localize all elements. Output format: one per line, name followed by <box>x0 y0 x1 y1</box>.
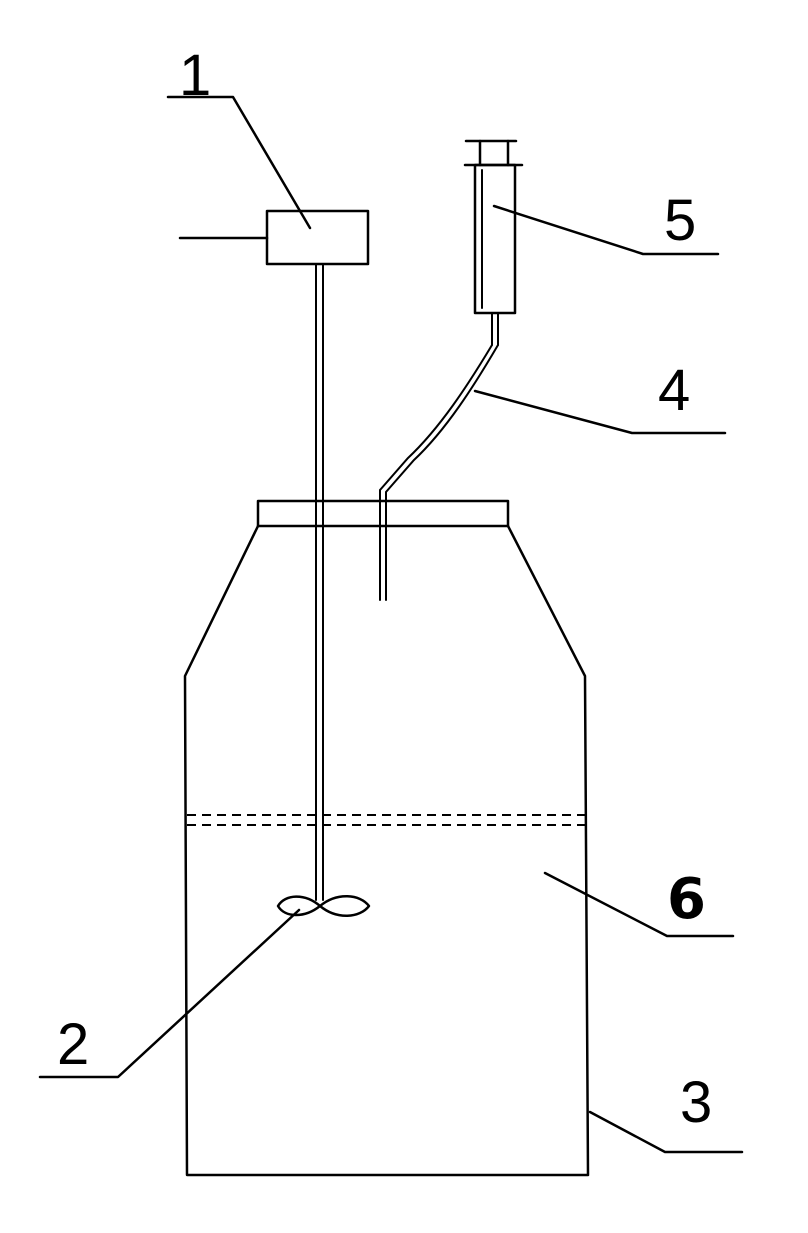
leader-line-4 <box>473 389 727 435</box>
leader-line-2 <box>38 908 301 1079</box>
leader-line-3 <box>588 1110 744 1154</box>
liquid-level <box>187 814 585 826</box>
syringe-barrel <box>473 163 517 315</box>
stirring-shaft <box>315 263 324 901</box>
motor-box <box>265 209 370 266</box>
label-4: 4 <box>658 358 690 423</box>
label-3: 3 <box>680 1070 712 1135</box>
feed-tube-wall-inner <box>385 344 499 601</box>
impeller-blade-left <box>276 895 322 917</box>
feed-tube <box>379 344 499 601</box>
label-5: 5 <box>664 188 696 253</box>
vessel-lid <box>256 499 510 528</box>
vessel-body-outline <box>183 524 590 1177</box>
syringe <box>463 139 524 346</box>
leader-line-5 <box>492 204 720 256</box>
label-1: 1 <box>179 43 211 108</box>
vessel <box>183 499 590 1177</box>
label-2: 2 <box>57 1012 89 1077</box>
label-6: 6 <box>667 867 706 932</box>
leader-line-6 <box>543 871 735 938</box>
leader-line-1 <box>166 95 312 230</box>
stirrer-motor <box>178 209 370 266</box>
impeller-blade-right <box>318 895 371 917</box>
feed-tube-wall-outer <box>379 344 493 601</box>
impeller <box>276 895 371 917</box>
leader-lines <box>38 95 744 1154</box>
